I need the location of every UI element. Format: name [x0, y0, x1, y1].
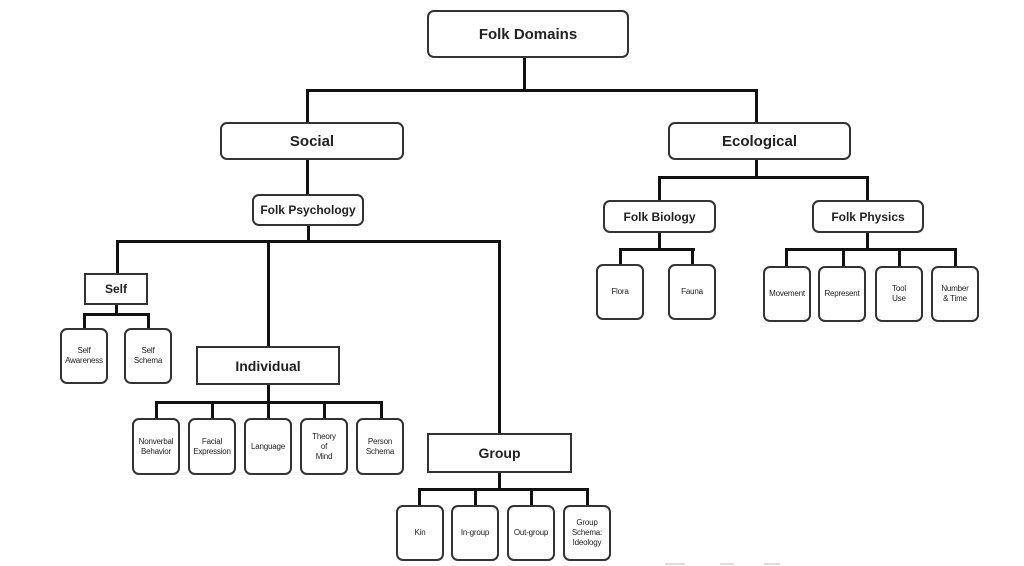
leaf-nonverbal-behavior: Nonverbal Behavior [132, 418, 180, 475]
leaf-out-group: Out-group [507, 505, 555, 561]
node-label: Folk Psychology [260, 203, 356, 217]
node-label: Nonverbal Behavior [138, 436, 174, 456]
connector-grp-3 [530, 488, 533, 506]
scan-artifact [665, 563, 685, 565]
connector-group-branch [418, 488, 589, 491]
connector-ind-3 [267, 401, 270, 419]
node-label: Person Schema [365, 436, 395, 456]
connector-group-down [498, 473, 501, 490]
connector-ind-4 [323, 401, 326, 419]
connector-flora [619, 248, 622, 265]
connector-ind-1 [155, 401, 158, 419]
node-label: Folk Physics [831, 209, 905, 224]
connector-self-awareness [83, 313, 86, 329]
connector-self-schema [147, 313, 150, 329]
node-folk-biology: Folk Biology [603, 200, 716, 233]
connector-eco-branch [658, 176, 869, 179]
node-label: Group [478, 445, 521, 461]
node-label: In-group [460, 528, 490, 537]
connector-psych-down [307, 226, 310, 243]
leaf-theory-of-mind: Theory of Mind [300, 418, 348, 475]
connector-physics-down [866, 233, 869, 250]
connector-biology [658, 176, 661, 201]
leaf-person-schema: Person Schema [356, 418, 404, 475]
node-label: Social [289, 132, 335, 150]
connector-eco-down [755, 160, 758, 178]
leaf-group-schema-ideology: Group Schema: Ideology [563, 505, 611, 561]
connector-social-psych [306, 160, 309, 195]
connector-ind-5 [380, 401, 383, 419]
node-self: Self [84, 273, 148, 305]
connector-group [498, 240, 501, 434]
connector-individual-down [267, 385, 270, 403]
node-label: Folk Biology [623, 209, 696, 224]
connector-biology-down [658, 233, 661, 250]
leaf-self-schema: Self Schema [124, 328, 172, 384]
connector-fauna [691, 248, 694, 265]
leaf-language: Language [244, 418, 292, 475]
connector-root-branch [306, 89, 758, 92]
node-group: Group [427, 433, 572, 473]
connector-grp-2 [474, 488, 477, 506]
node-social: Social [220, 122, 404, 160]
connector-self-branch [83, 313, 150, 316]
node-label: Flora [611, 287, 629, 296]
node-label: Self Awareness [65, 346, 103, 365]
node-label: Represent [824, 289, 860, 298]
scan-artifact [764, 563, 780, 565]
node-label: Self Schema [133, 346, 163, 365]
connector-phy-1 [785, 248, 788, 267]
node-label: Out-group [513, 528, 549, 537]
scan-artifact [720, 563, 734, 565]
node-label: Theory of Mind [312, 431, 336, 461]
leaf-number-time: Number & Time [931, 266, 979, 322]
connector-grp-4 [586, 488, 589, 506]
node-folk-domains: Folk Domains [427, 10, 629, 58]
connector-physics-branch [785, 248, 957, 251]
connector-social [306, 89, 309, 123]
leaf-fauna: Fauna [668, 264, 716, 320]
node-label: Movement [769, 289, 805, 298]
node-label: Individual [235, 357, 301, 374]
node-label: Group Schema: Ideology [571, 518, 603, 547]
node-folk-psychology: Folk Psychology [252, 194, 364, 226]
connector-ecological [755, 89, 758, 123]
leaf-tool-use: Tool Use [875, 266, 923, 322]
node-label: Tool Use [892, 284, 906, 303]
leaf-facial-expression: Facial Expression [188, 418, 236, 475]
connector-phy-4 [954, 248, 957, 267]
leaf-self-awareness: Self Awareness [60, 328, 108, 384]
connector-root [523, 58, 526, 92]
connector-phy-3 [898, 248, 901, 267]
connector-self [116, 240, 119, 274]
leaf-flora: Flora [596, 264, 644, 320]
connector-grp-1 [418, 488, 421, 506]
connector-self-down [115, 305, 118, 315]
node-ecological: Ecological [668, 122, 851, 160]
leaf-in-group: In-group [451, 505, 499, 561]
node-label: Self [104, 282, 127, 296]
connector-physics [866, 176, 869, 201]
leaf-movement: Movement [763, 266, 811, 322]
connector-individual [267, 240, 270, 347]
node-label: Facial Expression [193, 436, 231, 456]
connector-psych-branch [116, 240, 501, 243]
node-label: Folk Domains [478, 25, 578, 43]
node-label: Language [251, 441, 285, 451]
node-label: Kin [414, 528, 426, 537]
node-label: Fauna [681, 287, 703, 296]
node-label: Ecological [721, 132, 798, 150]
node-individual: Individual [196, 346, 340, 385]
connector-phy-2 [842, 248, 845, 267]
leaf-kin: Kin [396, 505, 444, 561]
connector-ind-2 [211, 401, 214, 419]
leaf-represent: Represent [818, 266, 866, 322]
connector-biology-branch [619, 248, 695, 251]
node-label: Number & Time [941, 284, 969, 303]
node-folk-physics: Folk Physics [812, 200, 924, 233]
